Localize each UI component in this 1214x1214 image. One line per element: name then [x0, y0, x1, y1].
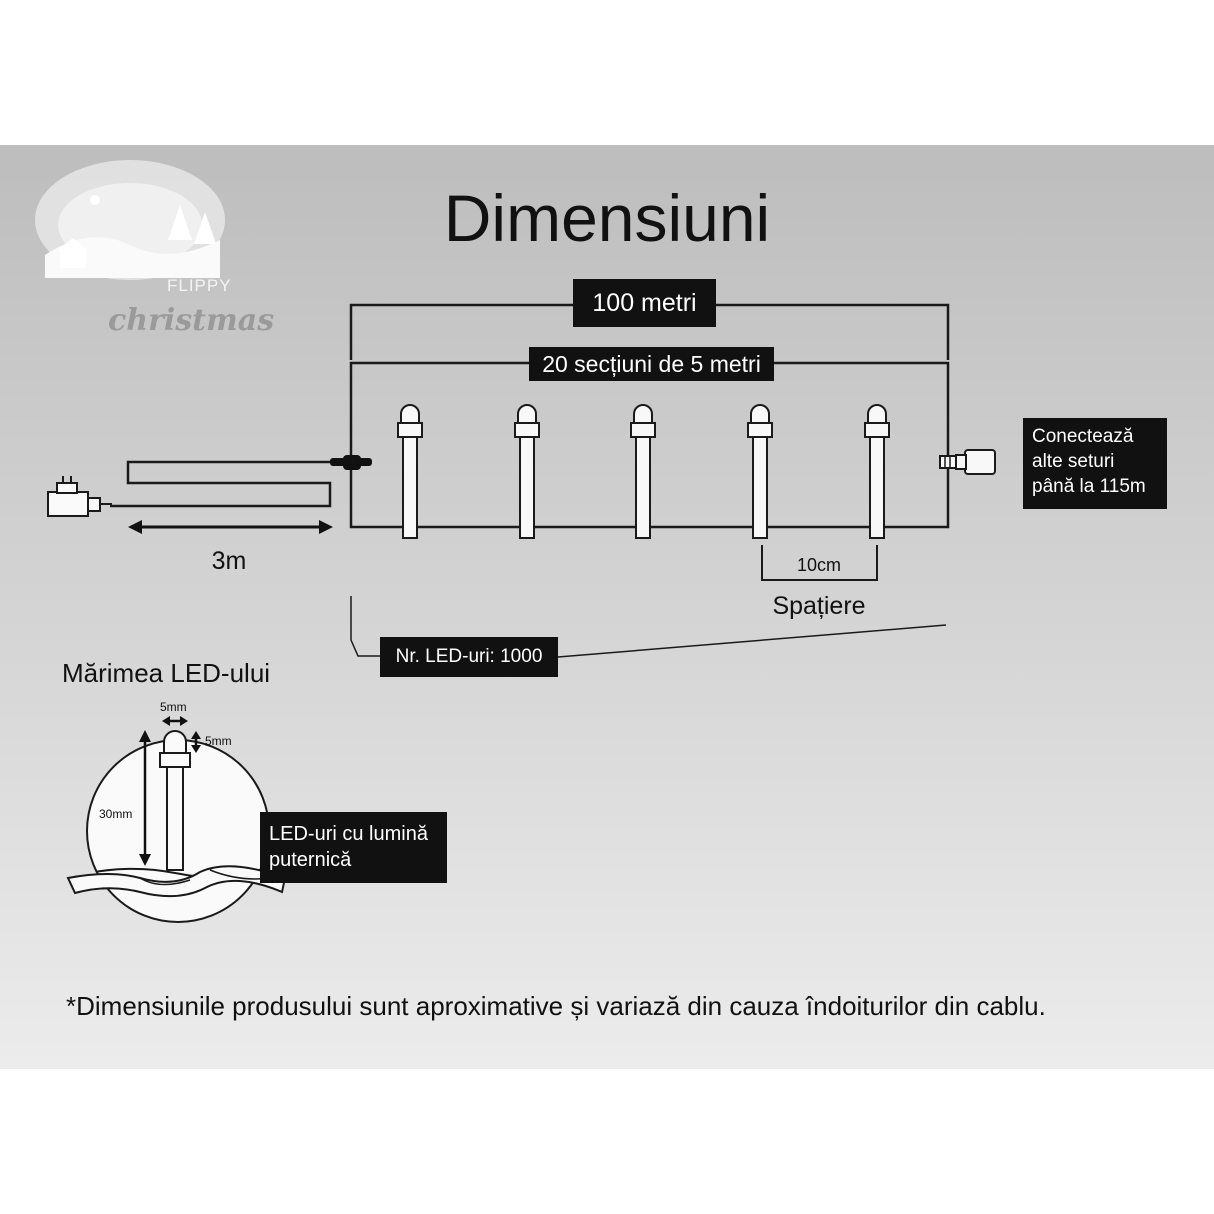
brand-line1: FLIPPY: [167, 276, 232, 295]
spacing-bracket: [761, 545, 878, 581]
page-title: Dimensiuni: [443, 181, 771, 255]
lead-length-arrow: [128, 520, 333, 534]
led-feature-line: LED-uri cu lumină: [269, 823, 428, 845]
footnote: *Dimensiunile produsului sunt aproximati…: [66, 991, 1046, 1021]
connect-note-line: până la 115m: [1032, 476, 1146, 497]
led-bulb: [514, 404, 540, 539]
lead-length-label: 3m: [211, 547, 247, 575]
led-bulb: [747, 404, 773, 539]
led-width-label: 5mm: [160, 700, 187, 714]
connect-note: Conectează alte seturi până la 115m: [1023, 418, 1167, 509]
led-body: [166, 766, 184, 871]
led-feature-line: puternică: [269, 849, 352, 871]
led-bulb: [630, 404, 656, 539]
brand-line2: christmas: [108, 303, 274, 338]
led-head: [163, 730, 187, 754]
led-string: [397, 404, 890, 539]
led-size-title: Mărimea LED-ului: [62, 658, 271, 688]
spacing-value-label: 10cm: [796, 555, 841, 575]
led-count-label: Nr. LED-uri: 1000: [380, 637, 558, 677]
lead-cable: [110, 460, 332, 508]
spacing-title: Spațiere: [772, 592, 866, 620]
connect-note-line: alte seturi: [1032, 451, 1115, 472]
sections-label: 20 secțiuni de 5 metri: [529, 347, 774, 381]
power-adapter-icon: [47, 476, 112, 517]
led-size-detail: [66, 716, 287, 923]
led-feature-note: LED-uri cu lumină puternică: [260, 812, 447, 883]
led-bulb: [397, 404, 423, 539]
end-connector-icon: [939, 449, 996, 475]
connect-note-line: Conectează: [1032, 426, 1134, 447]
brand-logo: FLIPPY christmas: [35, 160, 274, 338]
led-count-leader-right: [557, 624, 947, 658]
led-bulb: [864, 404, 890, 539]
total-length-label: 100 metri: [573, 279, 716, 327]
led-head-label: 5mm: [205, 734, 232, 748]
led-count-leader-left: [350, 596, 380, 657]
led-height-label: 30mm: [99, 807, 133, 821]
